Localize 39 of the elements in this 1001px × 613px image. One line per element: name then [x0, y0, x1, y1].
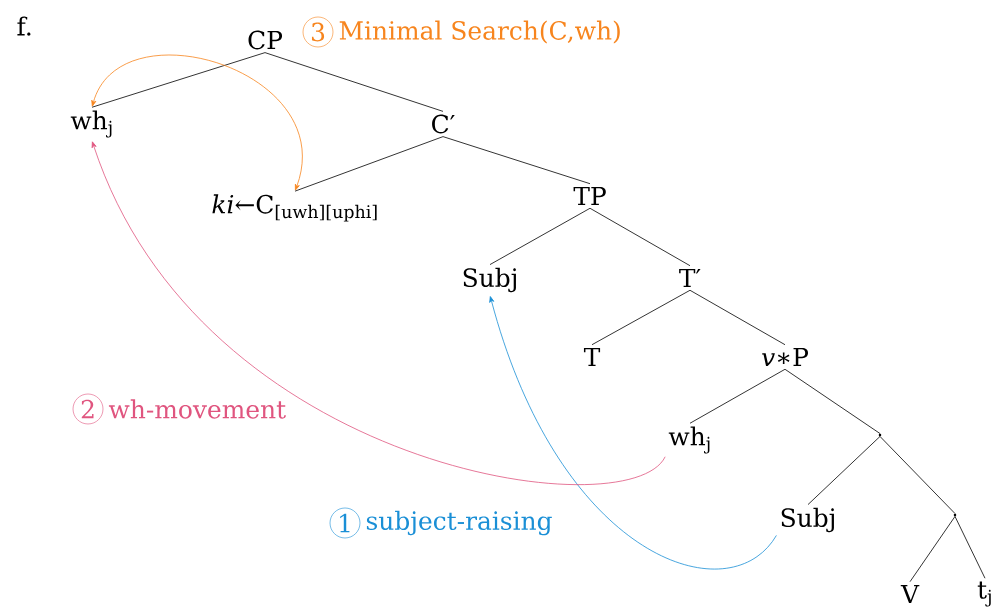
edge-label: wh-movement: [108, 399, 286, 419]
tree-branch: [489, 207, 591, 265]
tree-branch: [689, 368, 786, 424]
tree-branch: [784, 368, 881, 434]
circled-number: 1: [329, 507, 361, 539]
branch-point: [878, 433, 882, 437]
edge-label: subject-raising: [366, 510, 552, 536]
tree-node-label: wh$_{j}$: [668, 426, 710, 454]
tree-branch: [591, 289, 691, 346]
tree-branch: [91, 52, 266, 108]
tree-node-label: Subj: [781, 507, 834, 533]
circled-number: 3: [302, 16, 334, 48]
tree-node-label: T′: [679, 268, 701, 288]
tree-branch: [909, 516, 956, 583]
tree-branch: [689, 289, 786, 346]
tree-node-label: ki←C$_{[uwh][uphi]}$: [212, 194, 377, 222]
circled-number: 2: [72, 393, 104, 425]
tree-branch: [294, 136, 444, 192]
tree-node-label: TP: [573, 186, 606, 206]
tree-branch: [589, 207, 691, 267]
example-label: f.: [17, 16, 31, 36]
tree-node-label: Subj: [463, 267, 516, 293]
tree-node-label: CP: [248, 30, 283, 50]
tree-branch: [264, 52, 444, 112]
tree-node-label: T: [583, 347, 601, 367]
tree-branch: [954, 516, 986, 579]
edge-label: Minimal Search(C,wh): [339, 20, 620, 44]
movement-arrow: [91, 54, 303, 191]
branch-point: [953, 513, 957, 517]
tree-node-label: V: [900, 584, 920, 604]
tree-branch: [879, 436, 956, 514]
tree-node-label: v∗P: [762, 347, 808, 367]
tree-node-label: t$_{j}$: [977, 581, 991, 607]
tree-node-label: wh$_{j}$: [70, 110, 112, 138]
tree-branch: [807, 436, 881, 505]
tree-branch: [442, 136, 591, 185]
movement-arrow: [91, 141, 666, 486]
tree-node-label: C′: [432, 114, 455, 134]
movement-arrow: [489, 296, 777, 570]
